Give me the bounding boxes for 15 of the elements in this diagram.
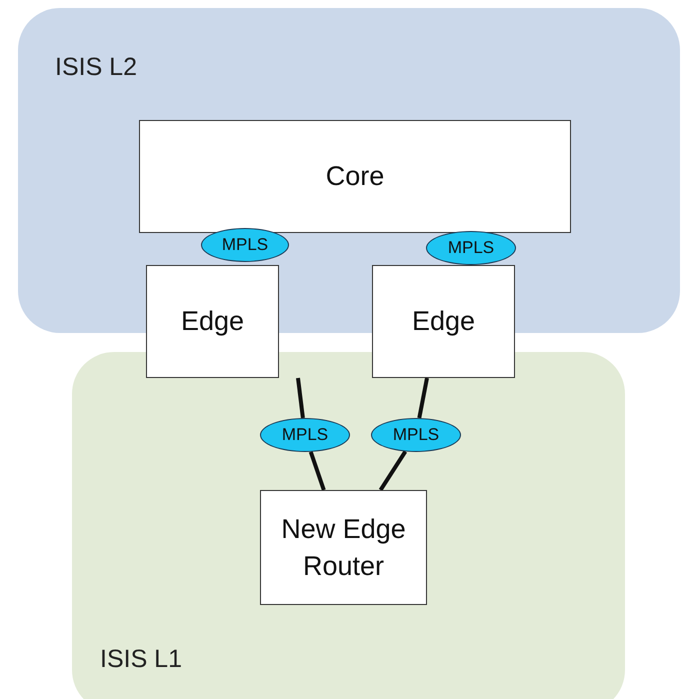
region-label: ISIS L1 [100, 645, 182, 674]
router-box: Edge [372, 265, 515, 378]
protocol-ellipse: MPLS [260, 418, 350, 452]
router-box: New Edge Router [260, 490, 427, 605]
connector-line [378, 450, 408, 492]
region-label: ISIS L2 [55, 53, 137, 82]
connector-line [308, 451, 326, 491]
connector-line [296, 378, 305, 418]
connector-line [417, 378, 429, 418]
router-box: Core [139, 120, 571, 233]
protocol-ellipse: MPLS [426, 231, 516, 265]
protocol-ellipse: MPLS [201, 228, 289, 262]
network-region [72, 352, 625, 699]
protocol-ellipse: MPLS [371, 418, 461, 452]
router-box: Edge [146, 265, 279, 378]
